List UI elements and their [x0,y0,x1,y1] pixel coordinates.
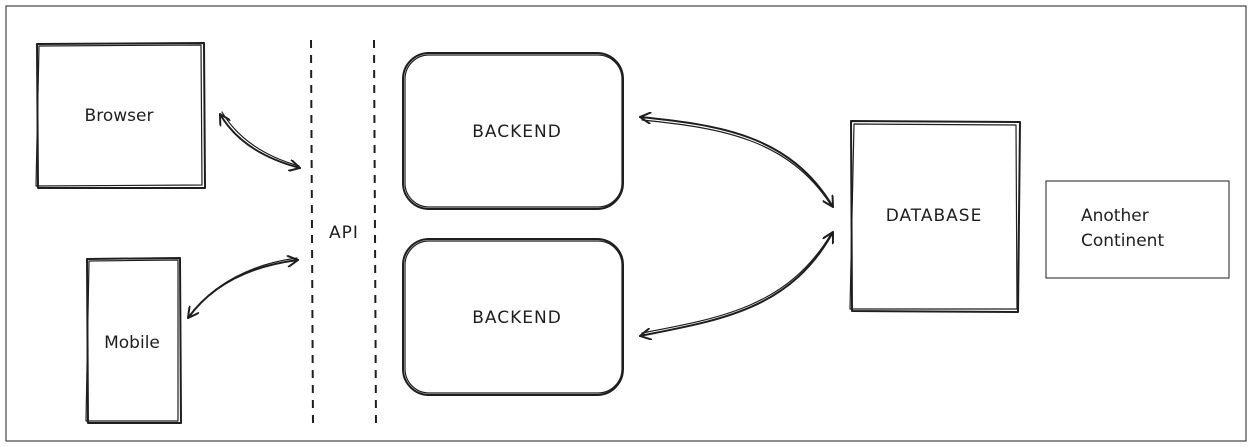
arrow-backend-top-database [640,117,833,207]
arrow-mobile-api [188,260,298,318]
arrow-backend-bottom-database [640,232,833,336]
arrows [188,112,833,336]
browser-label: Browser [85,106,154,126]
browser-node: Browser [35,42,206,189]
another-continent-label-line2: Continent [1081,231,1164,251]
mobile-label: Mobile [104,333,160,353]
backend-top-label: BACKEND [472,122,562,142]
backend-top-node: BACKEND [402,52,624,210]
diagram-frame [5,5,1247,442]
another-continent-node: Another Continent [1045,180,1230,279]
api-label: API [329,223,359,243]
mobile-node: Mobile [85,257,182,424]
api-dashed-line-left [310,39,314,429]
database-label: DATABASE [886,206,983,226]
backend-bottom-label: BACKEND [472,308,562,328]
database-node: DATABASE [849,120,1021,313]
api-boundary: API [310,39,377,429]
arrow-browser-api [220,114,300,168]
backend-bottom-node: BACKEND [402,238,624,396]
api-dashed-line-right [373,39,377,429]
another-continent-label-line1: Another [1081,206,1149,226]
